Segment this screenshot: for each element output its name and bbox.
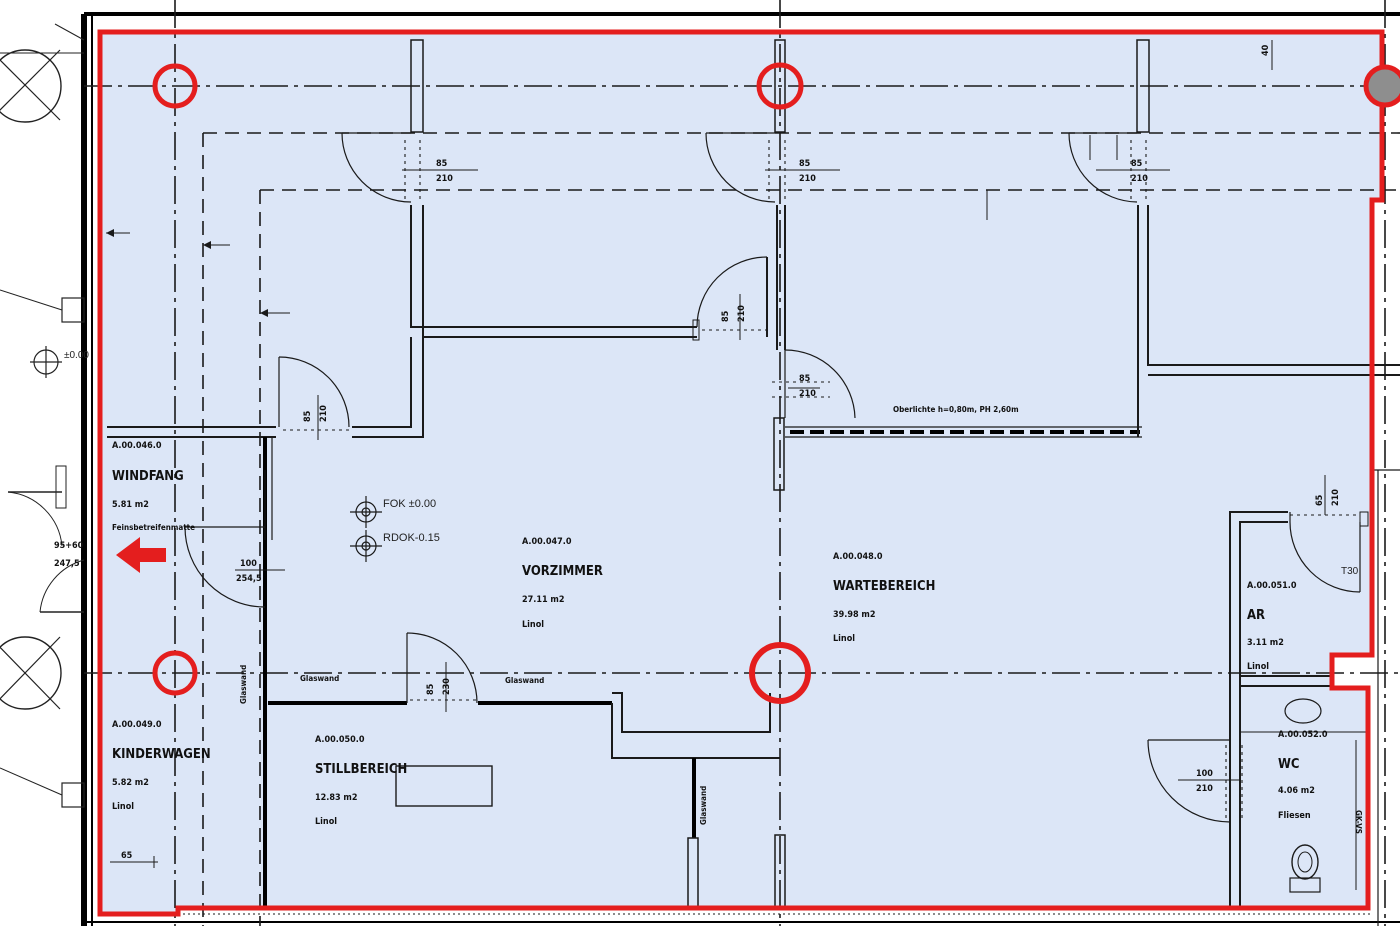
- rdok-label: RDOK-0.15: [383, 532, 440, 544]
- entrance-arrow-icon: [116, 537, 166, 573]
- outside-level-label: ±0.00: [64, 350, 89, 361]
- room-wartebereich: A.00.048.0 WARTEBEREICH 39.98 m2 Linol: [833, 552, 935, 644]
- door-dim-width: 85: [721, 310, 731, 322]
- column-marker: [756, 62, 804, 110]
- room-code: A.00.052.0: [1278, 730, 1328, 740]
- room-code: A.00.047.0: [522, 537, 572, 547]
- room-floor: Linol: [112, 802, 134, 812]
- room-name: WARTEBEREICH: [833, 579, 935, 594]
- door-dim-width: 85: [1131, 159, 1143, 169]
- door-dim-width: 85: [303, 410, 313, 422]
- door-dim-height: 230: [442, 678, 452, 695]
- door-dim-height: 210: [799, 174, 816, 184]
- glaswand-label: Glaswand: [239, 665, 248, 704]
- column-marker: [749, 642, 811, 704]
- room-area: 5.81 m2: [112, 500, 149, 510]
- room-floor: Linol: [1247, 662, 1269, 672]
- door-dim-width: 100: [1196, 769, 1213, 779]
- room-name: KINDERWAGEN: [112, 747, 211, 762]
- column-marker: [152, 63, 198, 109]
- door-dim-width: 85: [799, 159, 811, 169]
- room-name: WINDFANG: [112, 469, 184, 484]
- dim-40: 40: [1261, 44, 1271, 56]
- room-code: A.00.050.0: [315, 735, 365, 745]
- dim-65: 65: [121, 851, 133, 861]
- door-dim-width: 85: [426, 683, 436, 695]
- glaswand-label: Glaswand: [300, 674, 339, 683]
- room-area: 27.11 m2: [522, 595, 565, 605]
- room-floor: Feinsbetreifenmatte: [112, 523, 195, 532]
- door-dim-height: 210: [737, 305, 747, 322]
- room-code: A.00.048.0: [833, 552, 883, 562]
- room-labels: A.00.046.0 WINDFANG 5.81 m2 Feinsbetreif…: [112, 441, 1328, 827]
- room-windfang: A.00.046.0 WINDFANG 5.81 m2 Feinsbetreif…: [112, 441, 195, 532]
- door-dim-height: 210: [1331, 489, 1341, 506]
- highlighted-area: [100, 32, 1382, 914]
- door-dim-height: 210: [799, 389, 816, 399]
- column-marker: [1363, 64, 1400, 108]
- room-stillbereich: A.00.050.0 STILLBEREICH 12.83 m2 Linol: [315, 735, 407, 827]
- door-dim-height: 210: [1196, 784, 1213, 794]
- walls: [107, 39, 1400, 926]
- door-dim-width: 100: [240, 559, 257, 569]
- room-name: WC: [1278, 757, 1300, 772]
- level-markers: FOK ±0.00 RDOK-0.15: [350, 496, 440, 562]
- door-dim-width: 85: [436, 159, 448, 169]
- room-area: 4.06 m2: [1278, 786, 1315, 796]
- highlight-boundary: [97, 29, 1385, 917]
- door-dim-height: 210: [436, 174, 453, 184]
- room-wc: A.00.052.0 WC 4.06 m2 Fliesen: [1278, 730, 1328, 821]
- annotations: Oberlichte h=0,80m, PH 2,60m Glaswand Gl…: [106, 190, 1363, 834]
- doors: [184, 132, 1361, 823]
- door-dimensions: 85 210 85 210 85 210 85 210 85 210 85 21…: [110, 40, 1341, 868]
- room-floor: Linol: [522, 620, 544, 630]
- door-dim-height: 210: [319, 405, 329, 422]
- room-code: A.00.051.0: [1247, 581, 1297, 591]
- door-dim-height: 254,5: [236, 574, 262, 584]
- room-area: 39.98 m2: [833, 610, 876, 620]
- glaswand-label: Glaswand: [699, 786, 708, 825]
- room-floor: Linol: [833, 634, 855, 644]
- room-area: 12.83 m2: [315, 793, 358, 803]
- oberlichte-note: Oberlichte h=0,80m, PH 2,60m: [893, 405, 1019, 414]
- door-dim-height: 210: [1131, 174, 1148, 184]
- t30-label: T30: [1341, 566, 1359, 577]
- room-name: VORZIMMER: [522, 564, 603, 579]
- door-dim-width: 65: [1315, 494, 1325, 506]
- room-code: A.00.046.0: [112, 441, 162, 451]
- room-kinderwagen: A.00.049.0 KINDERWAGEN 5.82 m2 Linol: [112, 720, 211, 812]
- dim-entrance-height: 247,5: [54, 559, 80, 569]
- room-name: AR: [1247, 608, 1265, 623]
- room-name: STILLBEREICH: [315, 762, 407, 777]
- dim-entrance-width: 95+60: [54, 541, 84, 551]
- fok-label: FOK ±0.00: [383, 498, 436, 510]
- room-area: 3.11 m2: [1247, 638, 1284, 648]
- door-dim-width: 85: [799, 374, 811, 384]
- gk-vs-label: GK-VS: [1354, 810, 1363, 834]
- column-marker: [152, 650, 198, 696]
- exterior-left: 95+60 247,5 ±0.00: [0, 12, 1400, 926]
- glaswand-label: Glaswand: [505, 676, 544, 685]
- room-area: 5.82 m2: [112, 778, 149, 788]
- room-vorzimmer: A.00.047.0 VORZIMMER 27.11 m2 Linol: [522, 537, 603, 630]
- room-code: A.00.049.0: [112, 720, 162, 730]
- room-ar: A.00.051.0 AR 3.11 m2 Linol: [1247, 581, 1297, 672]
- room-floor: Fliesen: [1278, 811, 1311, 821]
- room-floor: Linol: [315, 817, 337, 827]
- columns: [152, 62, 1400, 704]
